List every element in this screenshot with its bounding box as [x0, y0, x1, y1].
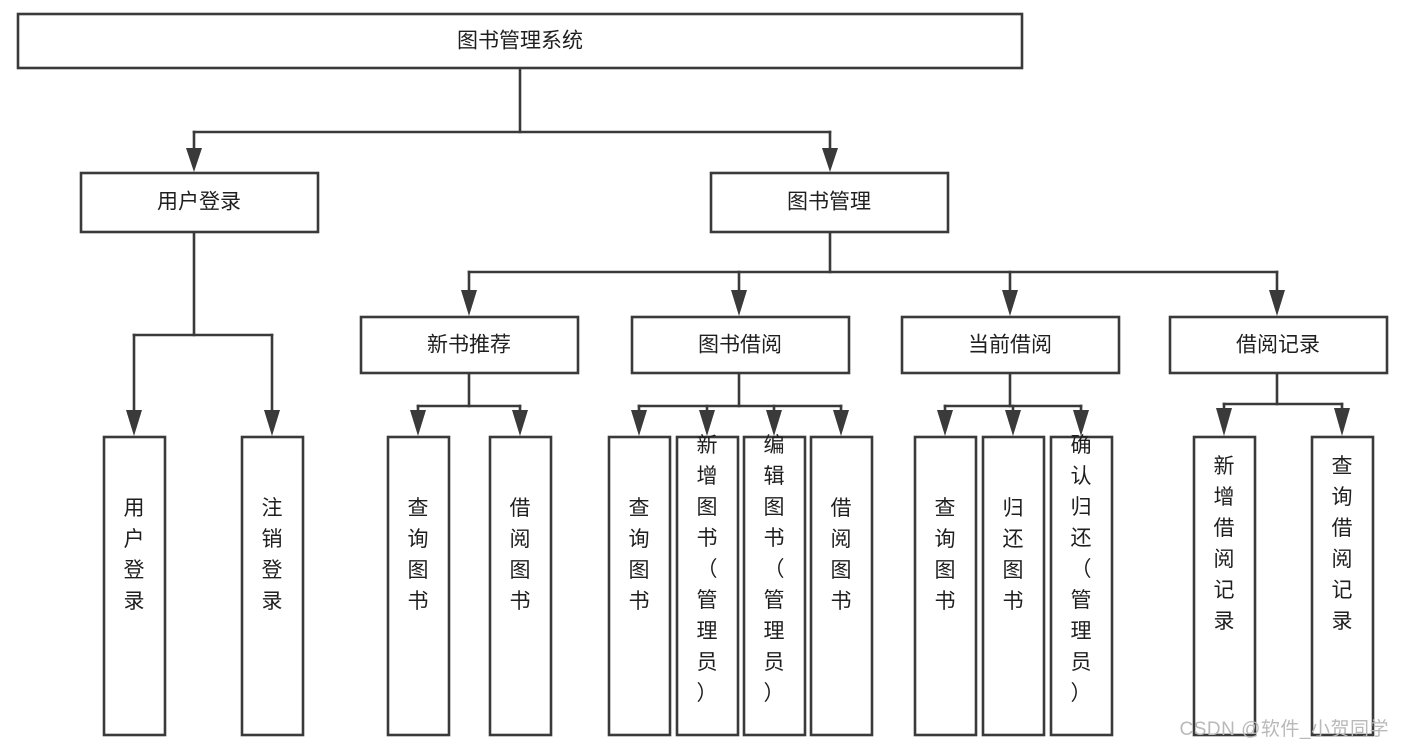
leaf-bb-edit-book-label: 编辑图书（管理员）: [764, 434, 785, 705]
node-current-borrow-label: 当前借阅: [968, 334, 1052, 357]
node-root-label: 图书管理系统: [457, 30, 583, 53]
leaf-node-nb-borrow-book[interactable]: 借阅图书: [488, 435, 553, 737]
leaf-cb-confirm-return-label: 确认归还（管理员）: [1071, 434, 1092, 705]
connectors-book-borrow-to-leaves: [631, 371, 849, 436]
leaf-bb-edit-book-box: [742, 435, 807, 737]
leaf-bb-borrow-book-label: 借阅图书: [831, 497, 852, 613]
node-user-login-label: 用户登录: [157, 191, 241, 214]
leaf-logout-label: 注销登录: [262, 497, 283, 613]
arrowhead-leaf-logout: [264, 410, 280, 436]
connectors-user-login-to-leaves: [126, 230, 280, 436]
leaf-node-cb-query-book[interactable]: 查询图书: [913, 435, 978, 737]
arrowhead-bb-edit-book: [766, 410, 782, 436]
arrowhead-book-mgmt: [822, 148, 838, 172]
connectors-borrow-record-to-leaves: [1216, 371, 1350, 436]
leaf-cb-confirm-return-box: [1049, 435, 1114, 737]
leaf-node-bb-add-book[interactable]: 新增图书（管理员）: [675, 434, 740, 737]
node-book-management[interactable]: 图书管理: [709, 171, 950, 234]
leaf-node-user-login[interactable]: 用户登录: [102, 435, 167, 737]
arrowhead-new-book-recommend: [461, 290, 477, 316]
leaf-cb-return-book-label: 归还图书: [1003, 497, 1024, 613]
leaf-bb-query-book-label: 查询图书: [629, 497, 650, 613]
leaf-br-query-record-box: [1310, 435, 1375, 737]
leaf-bb-borrow-book-box: [809, 435, 874, 737]
node-book-borrow-box: [630, 315, 851, 375]
node-book-management-label: 图书管理: [787, 191, 871, 214]
leaf-node-bb-edit-book[interactable]: 编辑图书（管理员）: [742, 434, 807, 737]
arrowhead-leaf-user-login: [126, 410, 142, 436]
arrowhead-br-query-record: [1334, 408, 1350, 436]
node-current-borrow[interactable]: 当前借阅: [900, 315, 1121, 375]
leaf-node-bb-query-book[interactable]: 查询图书: [607, 435, 672, 737]
leaf-bb-add-book-label: 新增图书（管理员）: [697, 434, 718, 705]
arrowhead-user-login: [186, 148, 202, 172]
node-new-book-recommend[interactable]: 新书推荐: [359, 315, 580, 375]
arrowhead-bb-add-book: [699, 410, 715, 436]
node-new-book-recommend-box: [359, 315, 580, 375]
leaf-node-br-add-record[interactable]: 新增借阅记录: [1192, 435, 1257, 737]
leaf-node-nb-query-book[interactable]: 查询图书: [386, 435, 451, 737]
node-borrow-record-label: 借阅记录: [1236, 334, 1320, 357]
node-current-borrow-box: [900, 315, 1121, 375]
arrowhead-current-borrow: [1002, 290, 1018, 316]
leaf-nb-borrow-book-label: 借阅图书: [510, 497, 531, 613]
arrowhead-book-borrow: [731, 290, 747, 316]
leaf-br-add-record-box: [1192, 435, 1257, 737]
node-borrow-record[interactable]: 借阅记录: [1168, 315, 1389, 375]
arrowhead-br-add-record: [1216, 408, 1232, 436]
connectors-new-book-to-leaves: [410, 371, 528, 436]
arrowhead-cb-query-book: [937, 410, 953, 436]
leaf-nb-query-book-box: [386, 435, 451, 737]
node-book-borrow[interactable]: 图书借阅: [630, 315, 851, 375]
leaf-bb-add-book-box: [675, 435, 740, 737]
arrowhead-cb-confirm-return: [1073, 410, 1089, 436]
connectors-current-borrow-to-leaves: [937, 371, 1089, 436]
node-book-borrow-label: 图书借阅: [698, 334, 782, 357]
node-new-book-recommend-label: 新书推荐: [427, 334, 511, 357]
leaf-bb-query-book-box: [607, 435, 672, 737]
node-root-box: [16, 12, 1024, 70]
leaf-cb-query-book-box: [913, 435, 978, 737]
connectors-book-mgmt-to-level2: [461, 230, 1285, 316]
leaf-node-cb-confirm-return[interactable]: 确认归还（管理员）: [1049, 434, 1114, 737]
leaf-logout-box: [240, 435, 305, 737]
leaf-user-login-box: [102, 435, 167, 737]
arrowhead-bb-query-book: [631, 410, 647, 436]
leaf-nb-borrow-book-box: [488, 435, 553, 737]
leaf-br-query-record-label: 查询借阅记录: [1332, 455, 1353, 633]
leaf-node-br-query-record[interactable]: 查询借阅记录: [1310, 435, 1375, 737]
csdn-watermark: CSDN @软件_小贺同学: [1179, 719, 1389, 740]
node-user-login[interactable]: 用户登录: [79, 171, 320, 234]
node-borrow-record-box: [1168, 315, 1389, 375]
leaf-node-cb-return-book[interactable]: 归还图书: [981, 435, 1046, 737]
leaf-node-logout[interactable]: 注销登录: [240, 435, 305, 737]
arrowhead-nb-borrow-book: [512, 410, 528, 436]
arrowhead-nb-query-book: [410, 410, 426, 436]
leaf-cb-query-book-label: 查询图书: [935, 497, 956, 613]
leaf-br-add-record-label: 新增借阅记录: [1214, 455, 1235, 633]
connectors-root-to-level1: [186, 66, 838, 172]
arrowhead-bb-borrow-book: [833, 410, 849, 436]
leaf-node-bb-borrow-book[interactable]: 借阅图书: [809, 435, 874, 737]
leaf-cb-return-book-box: [981, 435, 1046, 737]
arrowhead-cb-return-book: [1005, 410, 1021, 436]
node-user-login-box: [79, 171, 320, 234]
node-book-management-box: [709, 171, 950, 234]
arrowhead-borrow-record: [1269, 290, 1285, 316]
leaf-user-login-label: 用户登录: [124, 497, 145, 613]
leaf-nb-query-book-label: 查询图书: [408, 497, 429, 613]
node-root-system[interactable]: 图书管理系统: [16, 12, 1024, 70]
